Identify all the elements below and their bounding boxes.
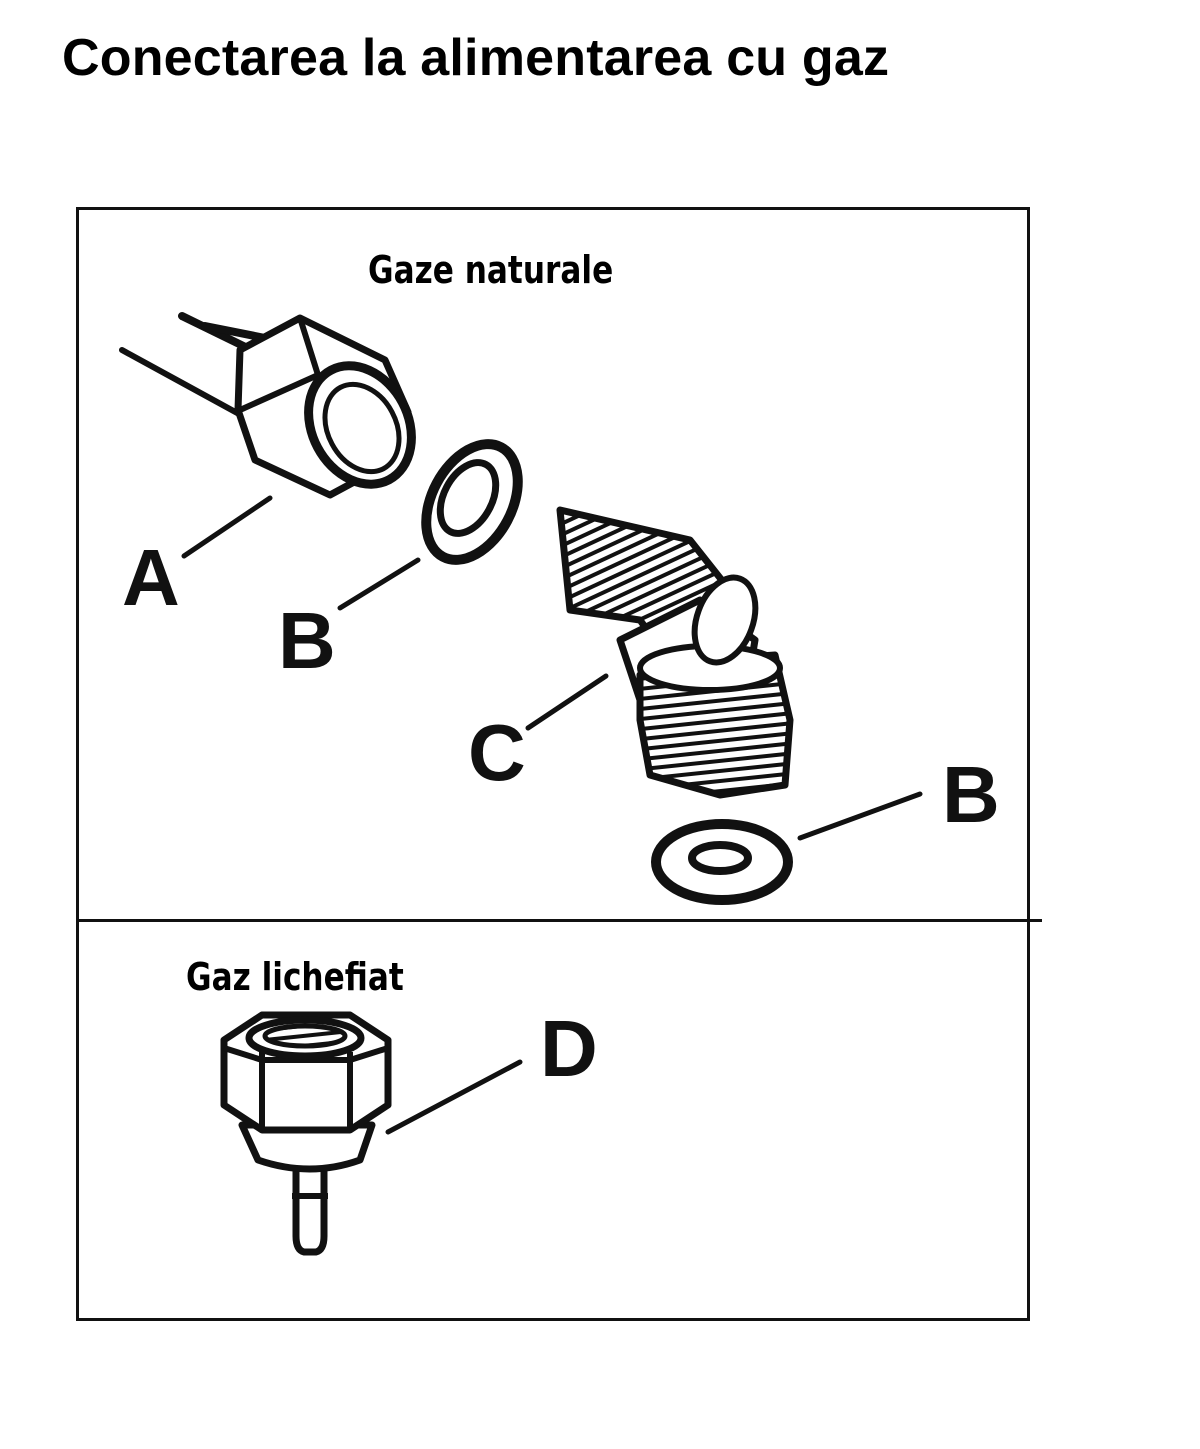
lpg-fitting-part-d (220, 1011, 392, 1256)
callout-b-lower: B (942, 750, 1000, 839)
washer-part-b-upper (421, 439, 523, 565)
hose-nut-part-a (119, 312, 416, 499)
section-divider (76, 919, 1042, 922)
leader-b-upper (337, 557, 421, 611)
leader-c (525, 673, 609, 731)
callout-b-upper: B (278, 596, 336, 685)
lpg-label: Gaz lichefiat (186, 955, 404, 999)
natural-gas-label: Gaze naturale (368, 248, 614, 292)
leader-d (385, 1059, 523, 1135)
washer-part-b-lower (651, 819, 793, 905)
leader-b-lower (797, 791, 923, 841)
diagram-frame (76, 207, 1030, 1321)
callout-leaders (181, 495, 923, 1135)
callout-c: C (468, 708, 526, 797)
elbow-fitting-part-c (556, 506, 794, 799)
callout-a: A (122, 533, 180, 622)
callout-d: D (540, 1004, 598, 1093)
page-title: Conectarea la alimentarea cu gaz (62, 29, 890, 87)
leader-a (181, 495, 273, 559)
